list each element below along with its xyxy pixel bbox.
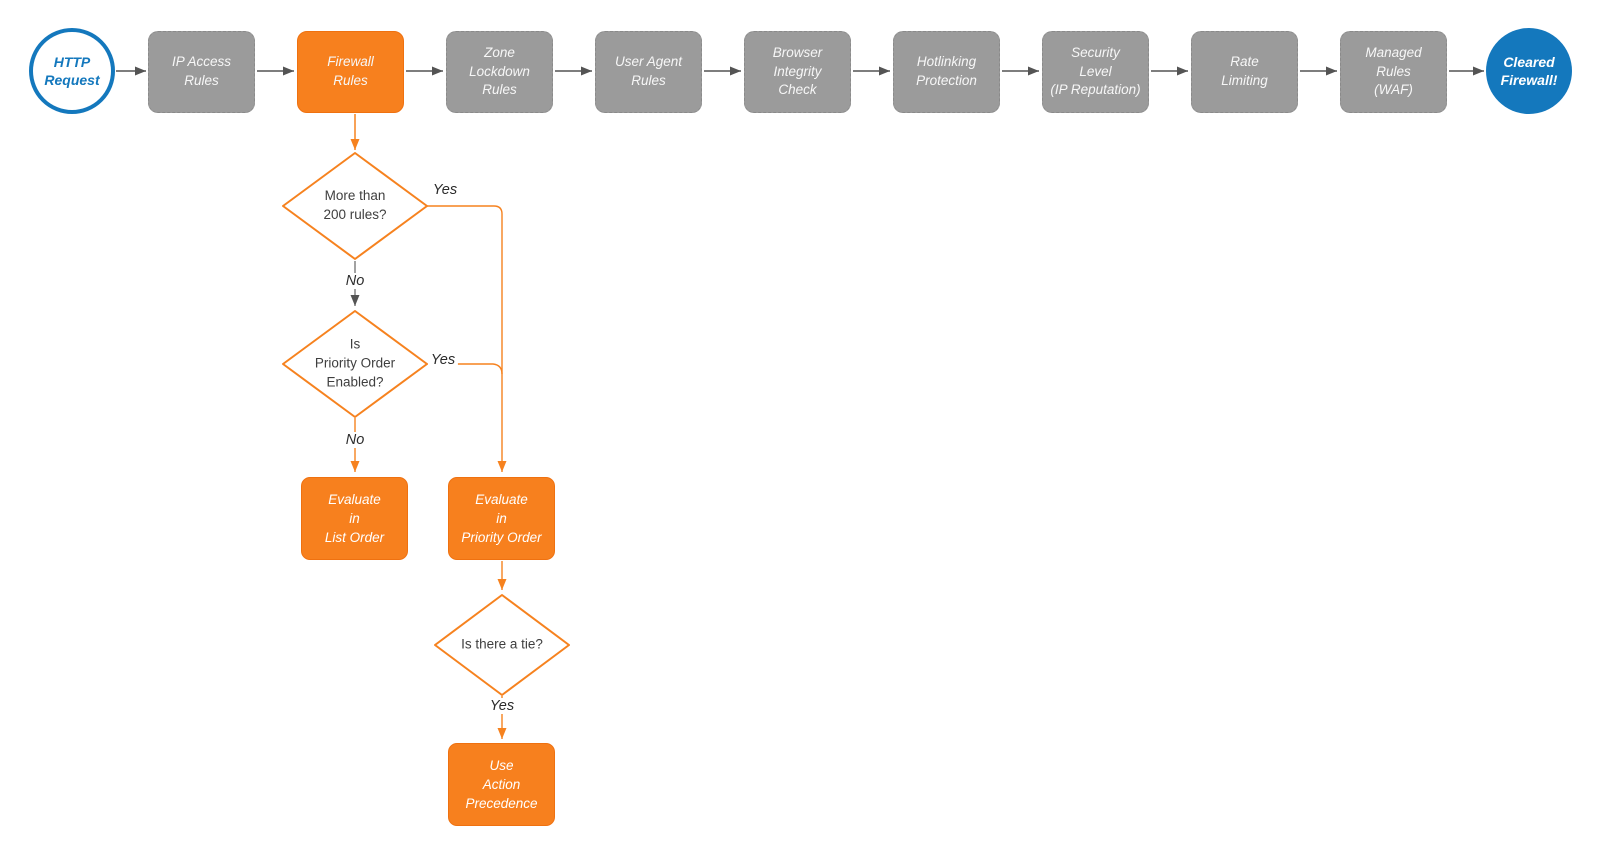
stage-ip-access-rules: IP Access Rules [148, 31, 255, 113]
decision-diamond-priority-order-enabled [282, 310, 428, 418]
edge-label-tie-yes: Yes [486, 698, 518, 714]
stage-zone-lockdown-rules: Zone Lockdown Rules [446, 31, 553, 113]
edge-yes-merge-to-priority-order [427, 363, 503, 375]
decision-diamond-more-than-200-rules [282, 152, 428, 260]
decision-label-more-than-200-rules: More than 200 rules? [323, 188, 387, 222]
stage-security-level-ip-reputation: Security Level (IP Reputation) [1042, 31, 1149, 113]
action-evaluate-in-list-order: Evaluate in List Order [301, 477, 408, 560]
edge-label-priority-enabled-yes: Yes [427, 352, 459, 368]
stage-rate-limiting: Rate Limiting [1191, 31, 1298, 113]
end-node-cleared-firewall: Cleared Firewall! [1486, 28, 1572, 114]
stage-browser-integrity-check: Browser Integrity Check [744, 31, 851, 113]
stage-firewall-rules: Firewall Rules [297, 31, 404, 113]
action-evaluate-in-priority-order: Evaluate in Priority Order [448, 477, 555, 560]
edge-yes-to-evaluate-priority-order [427, 205, 507, 472]
decision-label-is-there-a-tie: Is there a tie? [461, 636, 543, 652]
stage-hotlinking-protection: Hotlinking Protection [893, 31, 1000, 113]
stage-user-agent-rules: User Agent Rules [595, 31, 702, 113]
start-node-http-request: HTTP Request [29, 28, 115, 114]
stage-managed-rules-waf: Managed Rules (WAF) [1340, 31, 1447, 113]
edge-label-more-rules-no: No [342, 273, 368, 289]
decision-diamond-is-there-a-tie [434, 594, 570, 696]
edge-label-more-rules-yes: Yes [429, 182, 461, 198]
edge-label-priority-enabled-no: No [342, 432, 368, 448]
action-use-action-precedence: Use Action Precedence [448, 743, 555, 826]
decision-label-priority-order-enabled: Is Priority Order Enabled? [314, 336, 396, 390]
